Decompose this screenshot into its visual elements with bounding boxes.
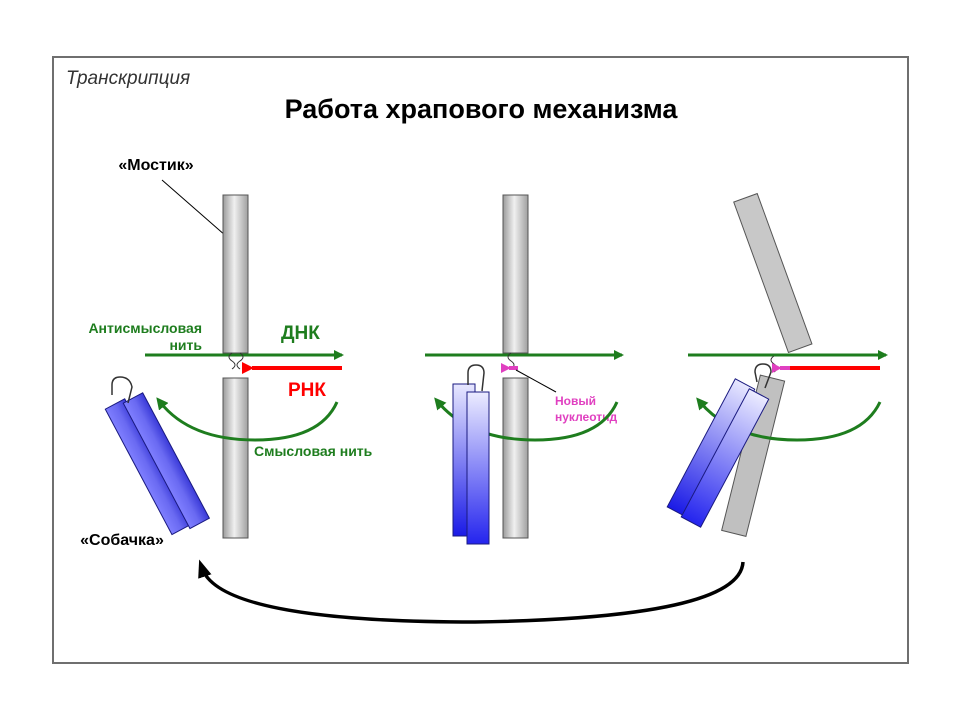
bridge-bar-upper-1 bbox=[222, 194, 249, 354]
pawl-label: «Собачка» bbox=[80, 532, 164, 549]
slide-frame bbox=[52, 56, 909, 664]
stage-1: «Мостик» Антисмысловая нить ДНК РНК Смыс… bbox=[80, 157, 373, 549]
antisense-label-line2: нить bbox=[169, 337, 202, 353]
stage-2: Новый нуклеотид bbox=[425, 194, 624, 545]
sense-label: Смысловая нить bbox=[254, 443, 373, 459]
bridge-label: «Мостик» bbox=[118, 157, 193, 174]
new-nucleotide-label-line1: Новый bbox=[555, 394, 596, 408]
section-label: Транскрипция bbox=[66, 68, 190, 89]
page-title: Работа храпового механизма bbox=[285, 94, 679, 124]
new-nucleotide-pointer bbox=[515, 369, 557, 393]
bridge-hinge-3 bbox=[770, 355, 778, 373]
bridge-bar-lower-1 bbox=[222, 377, 249, 539]
stage-3 bbox=[666, 192, 888, 537]
pawl-1 bbox=[104, 376, 211, 536]
dna-label: ДНК bbox=[281, 323, 320, 344]
bridge-bar-lower-3 bbox=[721, 374, 786, 537]
rna-label: РНК bbox=[288, 380, 326, 401]
bridge-bar-upper-2 bbox=[502, 194, 529, 354]
bridge-pointer bbox=[161, 179, 235, 244]
pawl-3 bbox=[666, 363, 772, 528]
bridge-bar-lower-2 bbox=[502, 377, 529, 539]
antisense-label-line1: Антисмысловая bbox=[88, 320, 202, 336]
bridge-bar-upper-3 bbox=[733, 192, 813, 354]
cycle-return-arrow bbox=[198, 559, 745, 624]
curved-arrow-1 bbox=[156, 397, 339, 442]
bridge-hinge-1 bbox=[228, 352, 244, 370]
pawl-2 bbox=[452, 364, 490, 545]
